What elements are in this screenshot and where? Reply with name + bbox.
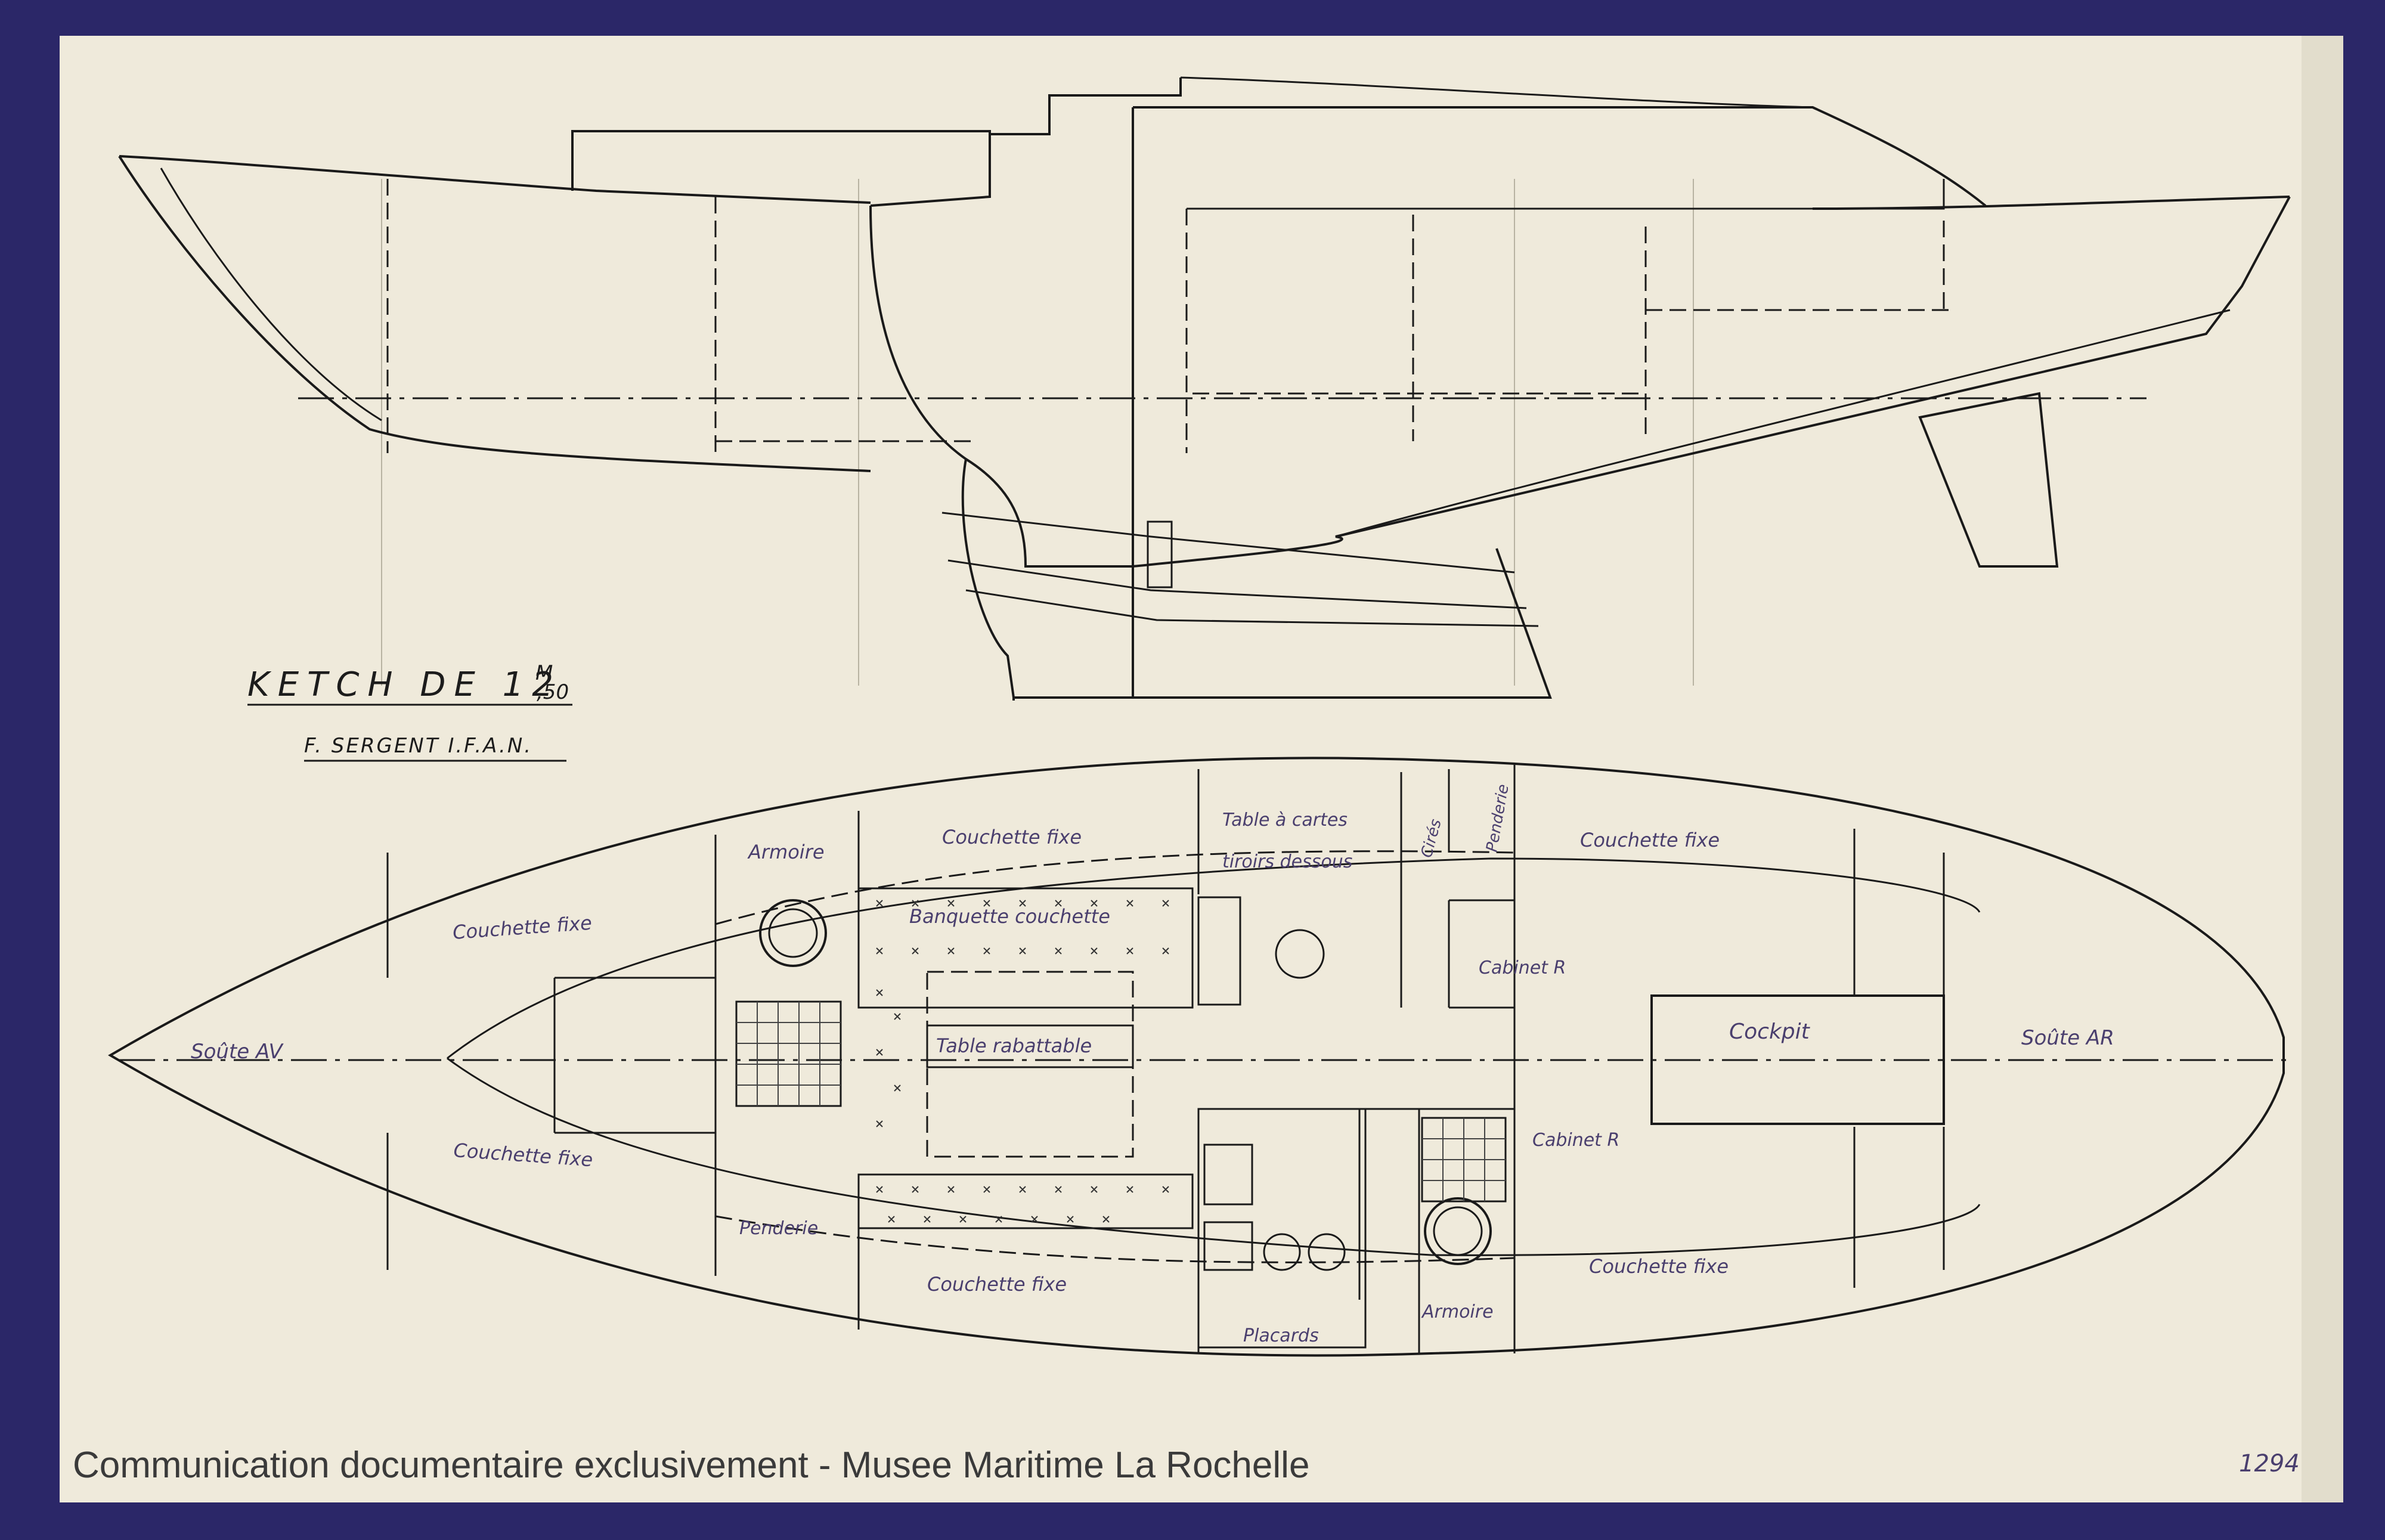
label-couchette-fixe-bottom-aft: Couchette fixe [1589,1255,1729,1278]
label-couchette-fixe-top-aft: Couchette fixe [1580,829,1720,851]
cushion-pattern [876,900,1169,1223]
drawing-title-sub: ,50 [537,680,569,704]
label-soute-ar: Soûte AR [2021,1026,2114,1050]
label-cabinet-bottom: Cabinet R [1532,1130,1619,1151]
mast-step-fwd [759,899,827,967]
archive-caption: Communication documentaire exclusivement… [73,1445,1309,1486]
grating-aft [1421,1117,1507,1203]
folding-table [926,1024,1134,1068]
label-placards: Placards [1243,1325,1319,1346]
paper-shade [2302,36,2343,1502]
label-table-a-cartes: Table à cartes [1222,810,1348,831]
label-penderie-bottom: Penderie [739,1218,818,1239]
mast-step-aft [1424,1197,1492,1265]
plan-view [108,757,2290,1357]
paper-background [60,36,2343,1502]
label-couchette-fixe-bottom-mid: Couchette fixe [927,1273,1067,1296]
room-labels: Soûte AV Soûte AR Armoire Couchette fixe… [191,783,2114,1346]
drawing-title-sup: M [535,661,553,685]
galley-burner-2 [1308,1233,1346,1271]
label-cockpit: Cockpit [1729,1020,1811,1044]
label-armoire-top: Armoire [747,841,825,863]
label-cabinet-top: Cabinet R [1479,958,1566,978]
cockpit-well [1650,994,1945,1125]
label-tiroirs-dessous: tiroirs dessous [1222,851,1352,872]
drawing-author: F. SERGENT I.F.A.N. [304,734,532,758]
profile-view [118,76,2291,701]
stove-burners-top [1275,929,1325,979]
galley-burner-1 [1263,1233,1301,1271]
hull-outline [108,757,2285,1357]
label-couchette-fixe-top-mid: Couchette fixe [942,826,1082,848]
sheet-number: 1294 [2239,1450,2300,1477]
label-armoire-bottom: Armoire [1421,1302,1494,1322]
grating-fwd [735,1000,842,1107]
title-block: KETCH DE 12 M ,50 F. SERGENT I.F.A.N. [247,661,572,762]
label-banquette-couchette: Banquette couchette [909,905,1110,928]
label-table-rabattable: Table rabattable [936,1034,1092,1057]
drawing-title: KETCH DE 12 [247,665,562,704]
label-soute-av: Soûte AV [191,1040,284,1064]
